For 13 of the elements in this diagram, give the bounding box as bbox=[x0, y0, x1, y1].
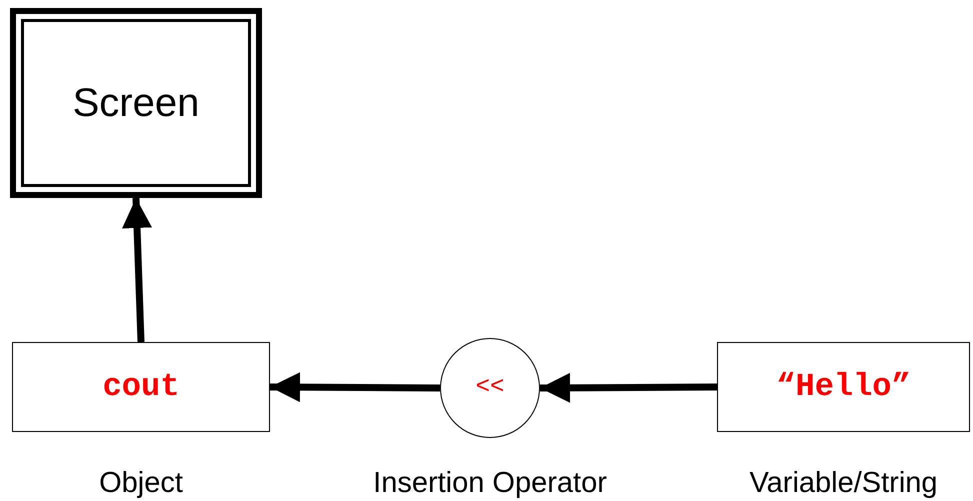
arrow bbox=[122, 198, 152, 342]
arrow bbox=[540, 372, 718, 403]
code-text: cout bbox=[102, 367, 180, 407]
screen-box bbox=[10, 8, 262, 198]
node-caption: Insertion Operator bbox=[373, 466, 607, 501]
operator-symbol: << bbox=[476, 373, 504, 403]
node-text: Screen bbox=[72, 80, 200, 127]
object-box bbox=[12, 342, 270, 432]
code-text: “Hello” bbox=[776, 367, 911, 407]
node-caption: Variable/String bbox=[749, 466, 938, 501]
node-caption: Object bbox=[99, 466, 183, 501]
arrow bbox=[270, 372, 440, 402]
string-box bbox=[717, 342, 970, 432]
